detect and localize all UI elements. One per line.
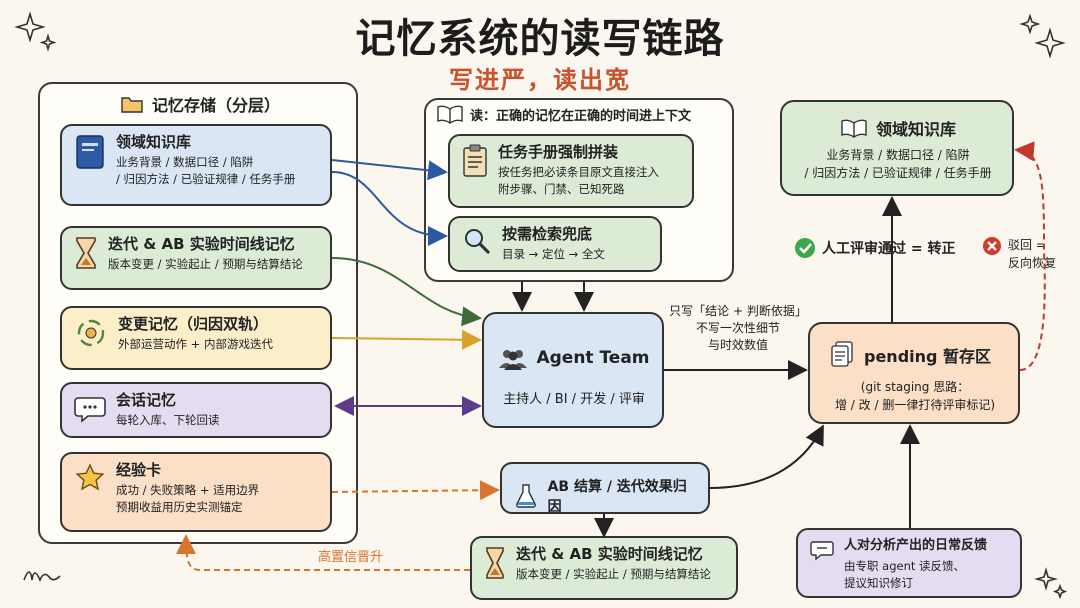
domain-right-line1: 业务背景 / 数据口径 / 陷阱 [826, 148, 970, 162]
check-icon [795, 238, 815, 258]
agent-team-title: Agent Team [536, 348, 650, 368]
read-header: 读：正确的记忆在正确的时间进上下文 [436, 104, 691, 124]
read-header-label: 读：正确的记忆在正确的时间进上下文 [470, 108, 692, 124]
read-manual-line1: 按任务把必读条目原文直接注入 [498, 165, 659, 179]
storage-change-card: 变更记忆（归因双轨） 外部运营动作 + 内部游戏迭代 [60, 306, 332, 370]
feedback-line1: 由专职 agent 读反馈、 [844, 559, 966, 573]
agent-team-card: Agent Team 主持人 / BI / 开发 / 评审 [482, 312, 664, 428]
folder-icon [121, 97, 143, 113]
chat-bubble-icon [74, 397, 106, 423]
timeline-bottom-card: 迭代 & AB 实验时间线记忆 版本变更 / 实验起止 / 预期与结算结论 [470, 536, 738, 600]
storage-change-line1: 外部运营动作 + 内部游戏迭代 [118, 337, 273, 351]
read-search-line1: 目录 → 定位 → 全文 [502, 247, 605, 261]
storage-header: 记忆存储（分层） [120, 92, 280, 116]
cycle-icon [77, 319, 105, 347]
chat-icon [810, 541, 834, 561]
reject-line1: 驳回 = [1008, 238, 1046, 252]
storage-session-title: 会话记忆 [116, 391, 177, 409]
read-manual-title: 任务手册强制拼装 [498, 143, 619, 161]
approve-label: 人工评审通过 = 转正 [794, 237, 955, 259]
storage-experience-line2: 预期收益用历史实测锚定 [116, 500, 243, 514]
pending-title: pending 暂存区 [864, 347, 992, 366]
stacked-documents-icon [831, 341, 853, 367]
page-title: 记忆系统的读写链路 [355, 16, 725, 62]
flask-icon [516, 484, 536, 508]
domain-right-card: 领域知识库 业务背景 / 数据口径 / 陷阱 / 归因方法 / 已验证规律 / … [780, 100, 1014, 196]
read-search-title: 按需检索兜底 [502, 225, 593, 243]
feedback-line2: 提议知识修订 [844, 576, 913, 590]
open-book-icon [841, 119, 867, 138]
storage-experience-line1: 成功 / 失败策略 + 适用边界 [116, 483, 260, 497]
feedback-title: 人对分析产出的日常反馈 [844, 538, 988, 553]
arrow-ab-to-pending [709, 424, 824, 489]
approve-text: 人工评审通过 = 转正 [822, 241, 956, 257]
signature-mark [23, 571, 61, 583]
ab-settle-card: AB 结算 / 迭代效果归因 [500, 462, 710, 515]
storage-experience-card: 经验卡 成功 / 失败策略 + 适用边界 预期收益用历史实测锚定 [60, 452, 332, 532]
magnifier-icon [465, 229, 490, 254]
agent-team-roles: 主持人 / BI / 开发 / 评审 [503, 392, 645, 407]
reject-label: 驳回 = 反向恢复 [982, 236, 1056, 272]
storage-header-label: 记忆存储（分层） [152, 96, 281, 115]
domain-right-title: 领域知识库 [875, 120, 956, 139]
storage-domain-card: 领域知识库 业务背景 / 数据口径 / 陷阱 / 归因方法 / 已验证规律 / … [60, 124, 332, 206]
clipboard-icon [463, 144, 487, 177]
promote-label: 高置信晋升 [318, 550, 384, 565]
open-book-icon [437, 105, 463, 124]
page-subtitle: 写进严，读出宽 [449, 66, 631, 94]
book-icon [76, 135, 104, 169]
storage-session-line1: 每轮入库、下轮回读 [116, 413, 220, 427]
ab-settle-title: AB 结算 / 迭代效果归因 [547, 479, 687, 515]
hourglass-icon [76, 237, 96, 269]
write-rule-line1: 只写「结论 + 判断依据」 [669, 304, 807, 318]
pending-line1: (git staging 思路： [860, 380, 970, 394]
storage-timeline-line1: 版本变更 / 实验起止 / 预期与结算结论 [108, 257, 303, 271]
timeline-bottom-line1: 版本变更 / 实验起止 / 预期与结算结论 [516, 567, 711, 581]
storage-domain-title: 领域知识库 [116, 133, 192, 151]
read-manual-card: 任务手册强制拼装 按任务把必读条目原文直接注入 附步骤、门禁、已知死路 [448, 134, 694, 208]
domain-right-line2: / 归因方法 / 已验证规律 / 任务手册 [804, 166, 992, 180]
pending-card: pending 暂存区 (git staging 思路： 增 / 改 / 删一律… [808, 322, 1020, 424]
write-rule-note: 只写「结论 + 判断依据」 不写一次性细节 与时效数值 [668, 303, 808, 354]
reject-line2: 反向恢复 [1008, 256, 1057, 270]
cross-icon [983, 237, 1001, 255]
pending-line2: 增 / 改 / 删一律打待评审标记) [834, 398, 996, 412]
team-icon [499, 350, 528, 370]
storage-experience-title: 经验卡 [116, 461, 162, 479]
feedback-card: 人对分析产出的日常反馈 由专职 agent 读反馈、 提议知识修订 [796, 528, 1022, 598]
storage-timeline-card: 迭代 & AB 实验时间线记忆 版本变更 / 实验起止 / 预期与结算结论 [60, 226, 332, 290]
read-manual-line2: 附步骤、门禁、已知死路 [498, 182, 625, 196]
read-search-card: 按需检索兜底 目录 → 定位 → 全文 [448, 216, 662, 272]
hourglass-icon [486, 547, 504, 579]
storage-domain-line1: 业务背景 / 数据口径 / 陷阱 [116, 155, 254, 169]
storage-change-title: 变更记忆（归因双轨） [118, 315, 269, 333]
timeline-bottom-title: 迭代 & AB 实验时间线记忆 [516, 545, 703, 563]
write-rule-line3: 与时效数值 [707, 338, 768, 352]
sparkle-icon [1034, 567, 1058, 591]
write-rule-line2: 不写一次性细节 [695, 321, 780, 335]
storage-timeline-title: 迭代 & AB 实验时间线记忆 [108, 235, 295, 253]
star-icon [75, 463, 105, 491]
storage-domain-line2: / 归因方法 / 已验证规律 / 任务手册 [116, 172, 296, 186]
storage-session-card: 会话记忆 每轮入库、下轮回读 [60, 382, 332, 438]
sparkle-icon [1052, 583, 1068, 600]
